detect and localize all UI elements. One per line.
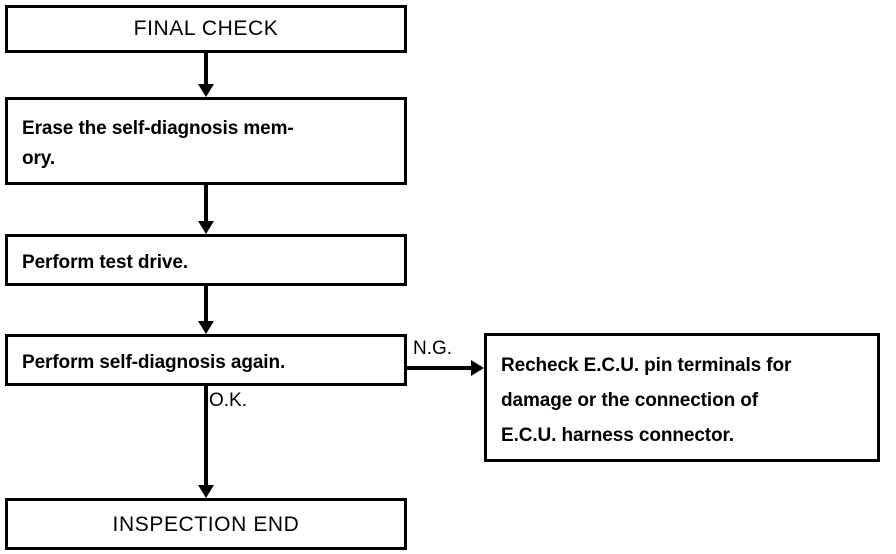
arrowhead-right-icon	[471, 360, 484, 376]
flowchart-node-test-drive-label: Perform test drive.	[22, 252, 188, 273]
edge-shaft	[407, 366, 472, 370]
flowchart-node-erase-memory-label: Erase the self-diagnosis mem- ory.	[22, 118, 294, 169]
flowchart-node-final-check: FINAL CHECK	[5, 5, 407, 53]
flowchart-node-inspection-end-label: INSPECTION END	[112, 513, 300, 536]
arrowhead-down-icon	[198, 221, 214, 234]
flowchart-node-recheck-ecu: Recheck E.C.U. pin terminals for damage …	[484, 333, 880, 462]
edge-shaft	[204, 386, 208, 486]
arrowhead-down-icon	[198, 84, 214, 97]
edge-shaft	[204, 286, 208, 322]
arrowhead-down-icon	[198, 321, 214, 334]
flowchart-node-final-check-label: FINAL CHECK	[133, 17, 279, 40]
flowchart-edge-label-ng: N.G.	[413, 338, 453, 359]
flowchart-node-recheck-ecu-label: Recheck E.C.U. pin terminals for damage …	[501, 355, 792, 446]
flowchart-edge-label-ok: O.K.	[209, 390, 248, 411]
flowchart-node-erase-memory: Erase the self-diagnosis mem- ory.	[5, 97, 407, 185]
flowchart-node-self-diagnosis-again: Perform self-diagnosis again.	[5, 334, 407, 386]
arrowhead-down-icon	[198, 485, 214, 498]
edge-shaft	[204, 185, 208, 222]
flowchart-node-self-diagnosis-again-label: Perform self-diagnosis again.	[22, 352, 286, 373]
flowchart-node-inspection-end: INSPECTION END	[5, 498, 407, 550]
flowchart-node-test-drive: Perform test drive.	[5, 234, 407, 286]
edge-shaft	[204, 53, 208, 85]
